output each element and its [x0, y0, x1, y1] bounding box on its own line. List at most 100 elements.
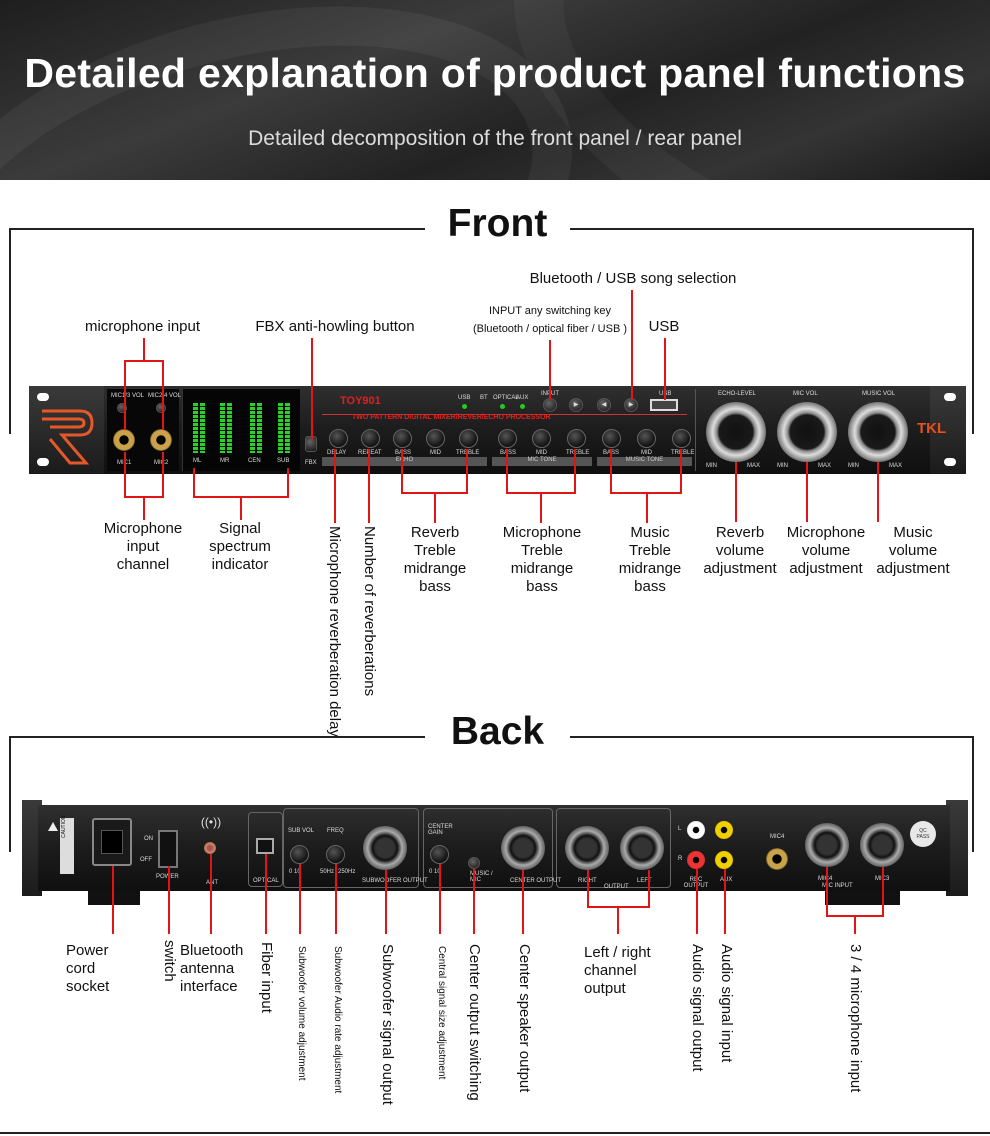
callout-line [631, 290, 633, 400]
mic-vol-2-label: MIC2/4 VOL [148, 393, 182, 399]
mic-vol-1-label: MIC1/3 VOL [111, 393, 145, 399]
center-gain-label: CENTER GAIN [428, 824, 453, 836]
callout-line [143, 498, 145, 520]
music-mid-knob[interactable] [637, 429, 656, 448]
mic-mid-label: MID [536, 450, 547, 456]
power-label: POWER [156, 874, 179, 880]
indicator-bt-label: BT [480, 395, 488, 401]
mic3-xlr[interactable] [860, 823, 904, 867]
music-vol-label: MUSIC VOL [862, 391, 896, 397]
r-label: R [678, 856, 683, 862]
mic4-xlr[interactable] [805, 823, 849, 867]
mic-vol-label: MIC VOL [793, 391, 818, 397]
freq-hi-label: 250Hz [338, 869, 356, 875]
mic-vol-knob[interactable] [777, 402, 837, 462]
prev-button[interactable]: ◀ [597, 398, 611, 412]
music-treble-knob[interactable] [672, 429, 691, 448]
mic4-jack[interactable] [766, 848, 788, 870]
echo-mid-knob[interactable] [426, 429, 445, 448]
label-usb: USB [648, 318, 680, 335]
sub-vol-label: SUB VOL [288, 828, 315, 834]
callout-line [335, 864, 337, 934]
next-button[interactable]: ▶ [624, 398, 638, 412]
music-vol-knob[interactable] [848, 402, 908, 462]
callout-line [664, 338, 666, 400]
center-out-label: CENTER OUTPUT [510, 878, 561, 884]
play-pause-button[interactable]: ▶ [569, 398, 583, 412]
left-output-xlr[interactable] [620, 826, 664, 870]
label-sub-rate-adj: Subwoofer Audio rate adjustment [332, 946, 343, 1094]
mic-treble-knob[interactable] [567, 429, 586, 448]
meter-bar [257, 403, 262, 453]
aux-l-rca[interactable] [715, 821, 733, 839]
min-label: MIN [706, 463, 717, 469]
sub-vol-knob[interactable] [290, 845, 309, 864]
mic2-label: MIC2 [154, 460, 169, 466]
echo-level-knob[interactable] [706, 402, 766, 462]
callout-bracket [826, 867, 884, 917]
music-treble-label: TREBLE [671, 450, 695, 456]
antenna-connector[interactable] [204, 842, 216, 854]
rec-out-r-rca[interactable] [687, 851, 705, 869]
brand-stripe-icon [42, 409, 94, 465]
callout-line [112, 866, 114, 934]
max-label: MAX [889, 463, 903, 469]
right-output-xlr[interactable] [565, 826, 609, 870]
power-switch[interactable] [158, 830, 178, 868]
subwoofer-output-xlr[interactable] [363, 826, 407, 870]
max-label: MAX [818, 463, 832, 469]
center-range-label: 0 10 [429, 869, 441, 875]
aux-r-rca[interactable] [715, 851, 733, 869]
mic-bass-knob[interactable] [498, 429, 517, 448]
meter-bar [193, 403, 198, 453]
echo-treble-knob[interactable] [459, 429, 478, 448]
mic-tone-section-label: MIC TONE [492, 457, 592, 466]
callout-line [696, 869, 698, 934]
optical-port[interactable] [256, 838, 274, 854]
l-label: L [678, 826, 682, 832]
mic-vol-2-knob[interactable] [156, 403, 166, 413]
mount-hole [944, 458, 956, 466]
front-heading: Front [425, 202, 570, 246]
power-socket[interactable] [92, 818, 132, 866]
center-switch-button[interactable] [468, 857, 480, 869]
mic-vol-1-knob[interactable] [117, 403, 127, 413]
callout-line [240, 498, 242, 520]
aux-label: AUX [720, 877, 733, 883]
mic-mid-knob[interactable] [532, 429, 551, 448]
delay-knob[interactable] [329, 429, 348, 448]
center-output-xlr[interactable] [501, 826, 545, 870]
freq-knob[interactable] [326, 845, 345, 864]
brand-logo: TKL [917, 420, 947, 437]
indicator-usb-led [462, 404, 467, 409]
callout-bracket [401, 449, 468, 494]
meter-bar [220, 403, 225, 453]
callout-line [124, 360, 164, 362]
music-mic-label: MUSIC / MIC [470, 871, 493, 883]
ant-label: ANT [206, 880, 218, 886]
input-button[interactable] [543, 398, 557, 412]
label-sub-vol-adj: Subwoofer volume adjustment [296, 946, 307, 1081]
panel-divider [695, 389, 696, 471]
repeat-knob[interactable] [361, 429, 380, 448]
mount-hole [37, 393, 49, 401]
music-bass-knob[interactable] [602, 429, 621, 448]
mic-bass-label: BASS [500, 450, 517, 456]
mic2-jack[interactable] [150, 429, 172, 451]
label-reverb-delay: Microphone reverberation delay [326, 526, 343, 737]
processor-label: TWO PATTERN DIGITAL MIXER/REVER/ECHO PRO… [352, 414, 551, 421]
caution-label: CAUTION [61, 815, 67, 839]
echo-bass-knob[interactable] [393, 429, 412, 448]
bottom-rule [0, 1132, 990, 1134]
center-frame [423, 808, 553, 888]
callout-bracket [587, 870, 650, 908]
center-gain-knob[interactable] [430, 845, 449, 864]
callout-bracket [124, 452, 164, 498]
callout-line [124, 360, 126, 430]
usb-port[interactable] [650, 399, 678, 411]
rec-out-l-rca[interactable] [687, 821, 705, 839]
back-panel [38, 805, 950, 891]
callout-bracket [610, 449, 682, 494]
mic1-jack[interactable] [113, 429, 135, 451]
